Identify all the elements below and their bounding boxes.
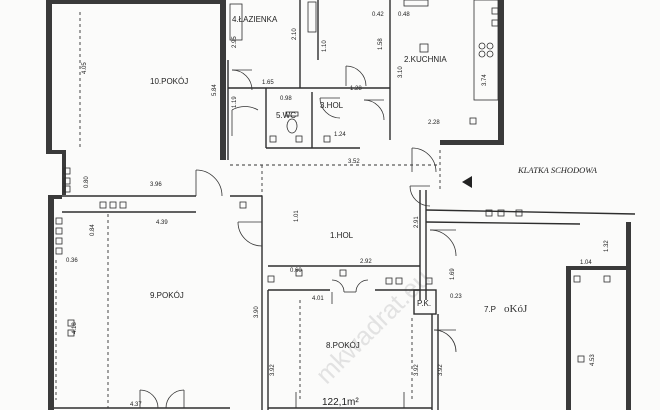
dim-label: 0.42 — [372, 12, 384, 18]
bathroom-fixtures — [229, 1, 317, 134]
dim-label: 1.69 — [450, 268, 456, 280]
room-label-lazienka: 4.ŁAZIENKA — [232, 15, 278, 24]
stairwell-label: KLATKA SCHODOWA — [517, 165, 598, 175]
dim-label: 4.53 — [590, 354, 596, 366]
dim-label: 4.05 — [82, 62, 88, 74]
dim-label: 4.39 — [156, 220, 168, 226]
room-label-kuchnia: 2.KUCHNIA — [404, 55, 447, 64]
dim-label: 1.28 — [350, 86, 362, 92]
interior-walls — [62, 0, 439, 410]
room-label-pk: P.K. — [417, 299, 431, 308]
dim-label: 0.23 — [450, 294, 462, 300]
dim-label: 0.48 — [398, 12, 410, 18]
dim-label: 1.10 — [322, 40, 328, 52]
dim-label: 1.24 — [334, 132, 346, 138]
dim-label: 4.01 — [312, 296, 324, 302]
dim-label: 1.01 — [294, 210, 300, 222]
dim-label: 2.95 — [232, 36, 238, 48]
dim-label: 3.92 — [270, 364, 276, 376]
dim-label: 3.10 — [398, 66, 404, 78]
dim-label: 0.98 — [280, 96, 292, 102]
kitchen-fixtures — [473, 0, 499, 101]
room-label-pokoj7: 7.P — [484, 305, 496, 314]
dim-label: 4.37 — [130, 402, 142, 408]
dim-label: 2.91 — [414, 216, 420, 228]
room-label-pokoj9: 9.POKÓJ — [150, 291, 184, 300]
total-area-label: 122,1m² — [322, 397, 359, 408]
dim-label: 2.92 — [360, 259, 372, 265]
room-label-wc: 5.WC — [276, 111, 296, 120]
dim-label: 0.84 — [90, 224, 96, 236]
dim-label: 4.18 — [72, 322, 78, 334]
dim-label: 0.60 — [290, 268, 302, 274]
dashed-lines — [55, 12, 441, 408]
dim-label: 3.92 — [414, 364, 420, 376]
dim-label: 0.80 — [84, 176, 90, 188]
dim-label: 3.92 — [438, 364, 444, 376]
doors — [139, 65, 457, 409]
room-label-hol3: 3.HOL — [320, 101, 344, 110]
room-label-hol1: 1.HOL — [330, 231, 354, 240]
dim-label: 1.58 — [378, 38, 384, 50]
dim-label: 1.32 — [604, 240, 610, 252]
dimension-labels: 0.42 0.48 2.95 2.10 1.10 1.58 3.10 3.74 … — [66, 12, 610, 408]
dim-label: 3.90 — [254, 306, 260, 318]
entrance-arrow-icon — [462, 176, 472, 188]
dim-label: 1.19 — [232, 96, 238, 108]
dim-label: 3.96 — [150, 182, 162, 188]
room-label-pokoj7-handwritten: oKóJ — [504, 303, 528, 315]
room-label-pokoj8: 8.POKÓJ — [326, 341, 360, 350]
dim-label: 2.28 — [428, 120, 440, 126]
dim-label: 1.65 — [262, 80, 274, 86]
dim-label: 3.74 — [482, 74, 488, 86]
dim-label: 5.84 — [212, 84, 218, 96]
dim-label: 1.04 — [580, 260, 592, 266]
dim-label: 2.10 — [292, 28, 298, 40]
room-label-pokoj10: 10.POKÓJ — [150, 77, 188, 86]
dim-label: 3.52 — [348, 159, 360, 165]
dim-label: 0.36 — [66, 258, 78, 264]
